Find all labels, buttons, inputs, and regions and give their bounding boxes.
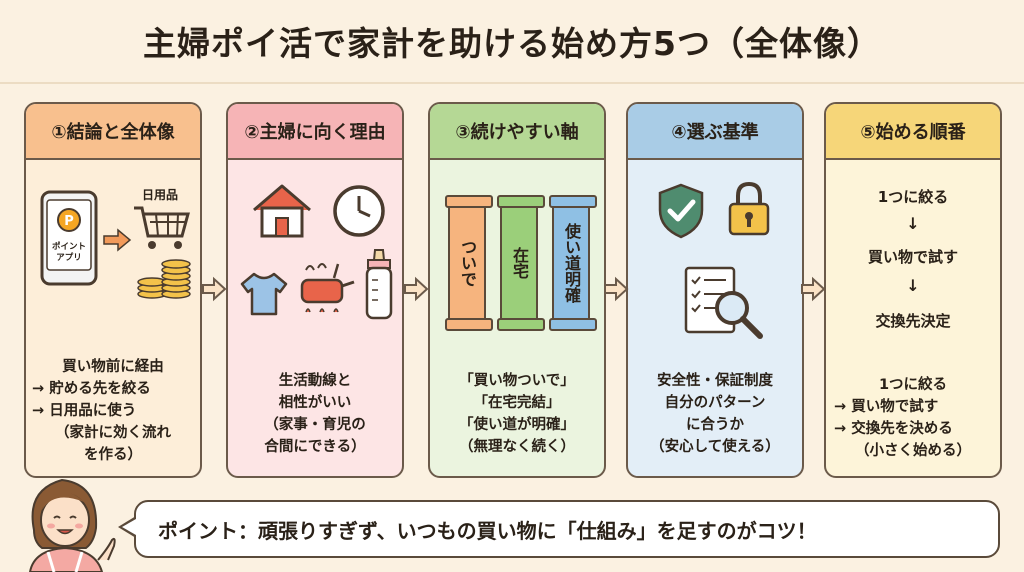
- card-heading: ⑤始める順番: [826, 104, 1000, 160]
- desc-line: → 日用品に使う: [32, 403, 137, 419]
- card-conclusion: ①結論と全体像 P ポイント アプリ 日用品: [24, 102, 202, 478]
- arrow-right-icon: [202, 276, 227, 302]
- phone-label: ポイント アプリ: [40, 242, 98, 264]
- desc-line: 買い物前に経由: [62, 359, 164, 375]
- card-illustration: 1つに絞る ↓ 買い物で試す ↓ 交換先決定: [826, 160, 1000, 348]
- desc-line: → 貯める先を絞る: [32, 381, 151, 397]
- desc-line: → 交換先を決める: [834, 421, 953, 437]
- desc-line: （無理なく続く）: [459, 439, 575, 455]
- phone-label-line: アプリ: [56, 253, 82, 263]
- step-item: 交換先決定: [875, 312, 951, 330]
- card-illustration: [628, 160, 802, 348]
- card-description: 安全性・保証制度 自分のパターン に合うか （安心して使える）: [628, 370, 802, 458]
- svg-text:P: P: [64, 214, 74, 229]
- card-steps: ⑤始める順番 1つに絞る ↓ 買い物で試す ↓ 交換先決定 1つに絞る → 買い…: [824, 102, 1002, 478]
- callout-tail-inner: [122, 519, 136, 535]
- shopping-cart-icon: [134, 206, 190, 249]
- desc-line: （家事・育児の: [264, 417, 366, 433]
- desc-line: 1つに絞る: [878, 377, 948, 393]
- desc-line: 「在宅完結」: [473, 395, 561, 411]
- shirt-icon: [240, 272, 288, 316]
- arrow-right-icon: [404, 276, 429, 302]
- step-item: 買い物で試す: [867, 248, 958, 266]
- desc-line: 「使い道が明確」: [459, 417, 575, 433]
- desc-line: （家計に効く流れ: [55, 425, 171, 441]
- desc-line: → 買い物で試す: [834, 399, 939, 415]
- tip-callout: ポイント：頑張りすぎず、いつもの買い物に「仕組み」を足すのがコツ！: [134, 500, 1000, 558]
- pillar-convenience: ついで: [445, 195, 493, 331]
- card-illustration: ついで 在宅 使い道明確: [430, 160, 604, 348]
- pillar-label: 使い道明確: [562, 223, 581, 303]
- desc-line: （安心して使える）: [650, 439, 780, 455]
- title-bar: 主婦ポイ活で家計を助ける始め方5つ（全体像）: [0, 0, 1024, 84]
- coins-icon: [137, 259, 191, 299]
- card-criteria: ④選ぶ基準 安全性・保証制度 自分のパターン に合うか （安心して使える）: [626, 102, 804, 478]
- desc-line: 生活動線と: [278, 373, 352, 389]
- desc-line: 「買い物ついで」: [459, 373, 575, 389]
- cart-label: 日用品: [141, 188, 178, 202]
- desc-line: （小さく始める）: [855, 443, 971, 459]
- pillar-purpose: 使い道明確: [549, 195, 597, 331]
- card-heading: ②主婦に向く理由: [228, 104, 402, 160]
- page-title: 主婦ポイ活で家計を助ける始め方5つ（全体像）: [143, 24, 881, 63]
- desc-line: を作る）: [84, 447, 142, 463]
- desc-line: に合うか: [686, 417, 744, 433]
- lock-icon: [728, 181, 770, 236]
- woman-avatar: [28, 478, 116, 572]
- card-description: 生活動線と 相性がいい （家事・育児の 合間にできる）: [228, 370, 402, 458]
- desc-line: 相性がいい: [278, 395, 352, 411]
- arrow-right-icon: [103, 228, 132, 252]
- clock-icon: [333, 185, 385, 237]
- baby-bottle-icon: [365, 249, 393, 320]
- card-axes: ③続けやすい軸 ついで 在宅 使い道明確 「買い物ついで」 「在宅完結」 「使い…: [428, 102, 606, 478]
- card-heading: ④選ぶ基準: [628, 104, 802, 160]
- pillar-home: 在宅: [497, 195, 545, 331]
- desc-line: 安全性・保証制度: [657, 373, 773, 389]
- card-illustration: P ポイント アプリ 日用品: [26, 160, 200, 348]
- card-illustration: [228, 160, 402, 348]
- arrow-right-icon: [801, 276, 826, 302]
- tip-text: ポイント：頑張りすぎず、いつもの買い物に「仕組み」を足すのがコツ！: [158, 518, 817, 543]
- desc-line: 合間にできる）: [264, 439, 366, 455]
- shield-check-icon: [658, 183, 704, 239]
- arrow-right-icon: [604, 276, 629, 302]
- phone-label-line: ポイント: [51, 242, 86, 252]
- card-reasons: ②主婦に向く理由 生活: [226, 102, 404, 478]
- desc-line: 自分のパターン: [664, 395, 766, 411]
- pillar-label: ついで: [458, 239, 477, 287]
- card-description: 1つに絞る → 買い物で試す → 交換先を決める （小さく始める）: [826, 374, 1000, 462]
- smartphone-icon: P: [40, 190, 98, 286]
- step-item: 1つに絞る: [877, 188, 949, 206]
- card-heading: ③続けやすい軸: [430, 104, 604, 160]
- down-arrow-icon: ↓: [906, 214, 920, 233]
- down-arrow-icon: ↓: [906, 276, 920, 295]
- card-heading: ①結論と全体像: [26, 104, 200, 160]
- card-description: 「買い物ついで」 「在宅完結」 「使い道が明確」 （無理なく続く）: [430, 370, 604, 458]
- pillar-label: 在宅: [510, 247, 529, 279]
- checklist-magnifier-icon: [684, 266, 763, 339]
- house-icon: [253, 184, 311, 238]
- cooking-pot-icon: [300, 263, 355, 313]
- card-description: 買い物前に経由 → 貯める先を絞る → 日用品に使う （家計に効く流れ を作る）: [26, 356, 200, 466]
